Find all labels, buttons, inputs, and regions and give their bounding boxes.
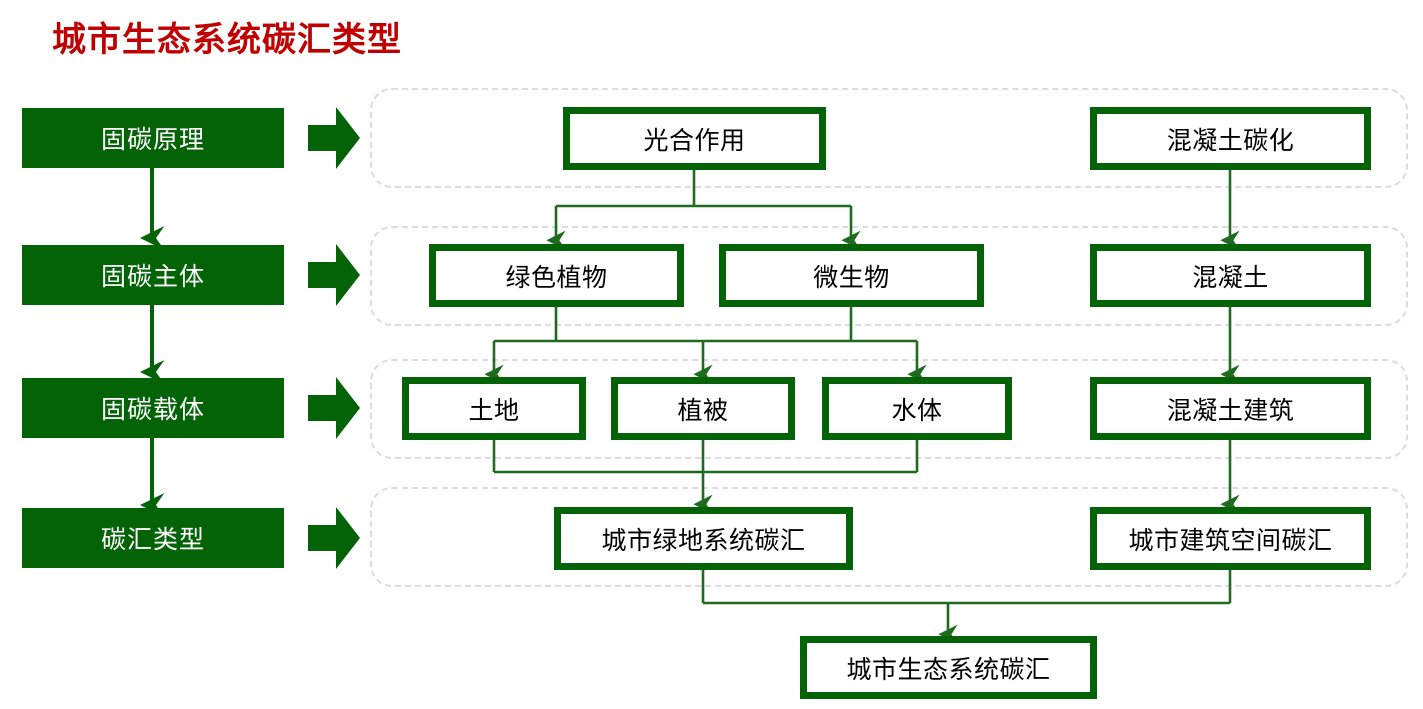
- node-urban-green-space-carbon-sink[interactable]: 城市绿地系统碳汇: [554, 507, 853, 570]
- stage-label-1[interactable]: 固碳原理: [22, 108, 284, 168]
- node-concrete[interactable]: 混凝土: [1090, 244, 1371, 307]
- row-panel-2: [370, 226, 1408, 326]
- node-urban-ecosystem-carbon-sink[interactable]: 城市生态系统碳汇: [800, 636, 1097, 699]
- row-panel-4: [370, 487, 1408, 587]
- stage-label-3-text: 固碳载体: [100, 395, 205, 424]
- stage-label-4-text: 碳汇类型: [100, 525, 205, 554]
- node-microorganisms-label: 微生物: [813, 262, 890, 292]
- page-title: 城市生态系统碳汇类型: [52, 20, 402, 60]
- node-concrete-carbonation-label: 混凝土碳化: [1166, 125, 1295, 155]
- node-land[interactable]: 土地: [402, 377, 586, 440]
- chevron-right-icon-1: [308, 107, 360, 169]
- node-concrete-label: 混凝土: [1192, 262, 1269, 292]
- node-vegetation-label: 植被: [677, 395, 729, 425]
- node-green-plants-label: 绿色植物: [505, 262, 608, 292]
- node-photosynthesis-label: 光合作用: [643, 125, 746, 155]
- node-urban-ecosystem-carbon-sink-label: 城市生态系统碳汇: [846, 654, 1051, 684]
- row-panel-1: [370, 88, 1408, 188]
- stage-label-2[interactable]: 固碳主体: [22, 245, 284, 305]
- node-concrete-building[interactable]: 混凝土建筑: [1090, 377, 1371, 440]
- chevron-right-icon-4: [308, 507, 360, 569]
- node-water-body-label: 水体: [891, 395, 943, 425]
- node-green-plants[interactable]: 绿色植物: [429, 244, 684, 307]
- node-photosynthesis[interactable]: 光合作用: [563, 107, 826, 170]
- stage-label-1-text: 固碳原理: [100, 125, 205, 154]
- node-land-label: 土地: [468, 395, 520, 425]
- stage-label-2-text: 固碳主体: [100, 262, 205, 291]
- node-urban-green-space-carbon-sink-label: 城市绿地系统碳汇: [601, 525, 806, 555]
- node-vegetation[interactable]: 植被: [611, 377, 795, 440]
- node-urban-building-space-carbon-sink-label: 城市建筑空间碳汇: [1128, 525, 1333, 555]
- chevron-right-icon-3: [308, 377, 360, 439]
- stage-label-3[interactable]: 固碳载体: [22, 378, 284, 438]
- node-microorganisms[interactable]: 微生物: [719, 244, 984, 307]
- node-water-body[interactable]: 水体: [822, 377, 1012, 440]
- node-urban-building-space-carbon-sink[interactable]: 城市建筑空间碳汇: [1090, 507, 1371, 570]
- stage-label-4[interactable]: 碳汇类型: [22, 508, 284, 568]
- node-concrete-carbonation[interactable]: 混凝土碳化: [1090, 107, 1371, 170]
- node-concrete-building-label: 混凝土建筑: [1166, 395, 1295, 425]
- chevron-right-icon-2: [308, 244, 360, 306]
- row-panel-3: [370, 359, 1408, 459]
